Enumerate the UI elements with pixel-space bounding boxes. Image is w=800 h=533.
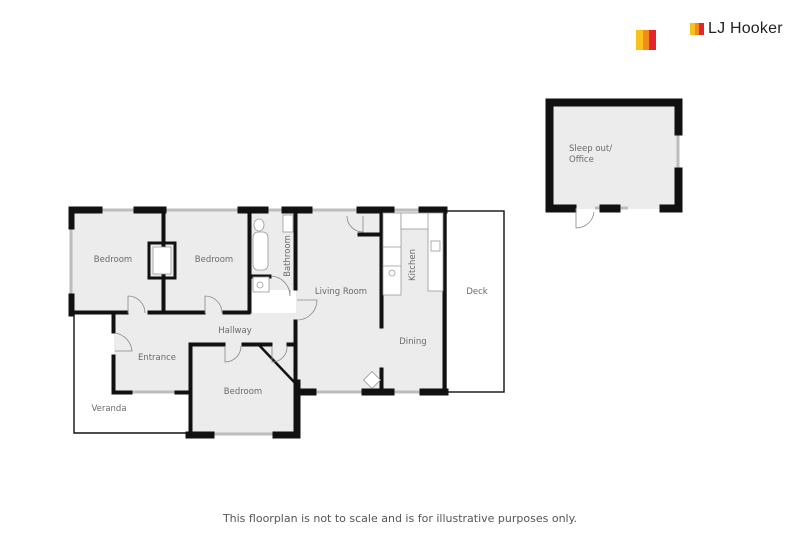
kitchen-bench-top: [400, 212, 430, 230]
room-labels: Bedroom Bedroom Bathroom Hallway Entranc…: [91, 144, 612, 414]
label-bedroom-2: Bedroom: [195, 255, 233, 265]
kitchen-bench-left: [382, 212, 402, 296]
label-veranda: Veranda: [91, 404, 126, 414]
doors: [114, 208, 595, 363]
label-bedroom-1: Bedroom: [94, 255, 132, 265]
label-hallway: Hallway: [218, 326, 252, 336]
outdoor-outlines: [73, 210, 505, 434]
fixtures: [152, 212, 444, 390]
heater-icon: [362, 370, 382, 390]
deck-outline: [445, 210, 505, 393]
walls: [68, 98, 683, 439]
label-entrance: Entrance: [138, 353, 176, 363]
veranda-outline: [73, 313, 191, 434]
toilet-icon: [253, 218, 265, 232]
brand-logo: LJ Hooker: [636, 20, 796, 52]
basin-icon: [282, 214, 294, 233]
disclaimer: This floorplan is not to scale and is fo…: [222, 512, 578, 525]
bathtub-icon: [252, 231, 269, 271]
brand-mini-icon: [690, 23, 704, 35]
label-sleepout-line1: Sleep out/: [569, 144, 612, 154]
label-sleepout-line2: Office: [569, 155, 594, 165]
fireplace-icon: [152, 246, 172, 275]
cooktop-icon: [388, 269, 396, 277]
brand-color-mark: [636, 30, 656, 50]
brand-wordmark: LJ Hooker: [690, 20, 783, 38]
floor-areas: [71, 102, 678, 435]
label-bedroom-3: Bedroom: [224, 387, 262, 397]
label-deck: Deck: [466, 287, 487, 297]
kitchen-bench-right: [427, 212, 444, 292]
windows: [69, 133, 680, 436]
label-kitchen: Kitchen: [408, 249, 418, 281]
label-dining: Dining: [399, 337, 426, 347]
sink-icon: [430, 240, 441, 252]
label-living-room: Living Room: [315, 287, 367, 297]
brand-name: LJ Hooker: [708, 20, 783, 37]
label-bathroom: Bathroom: [283, 235, 293, 277]
